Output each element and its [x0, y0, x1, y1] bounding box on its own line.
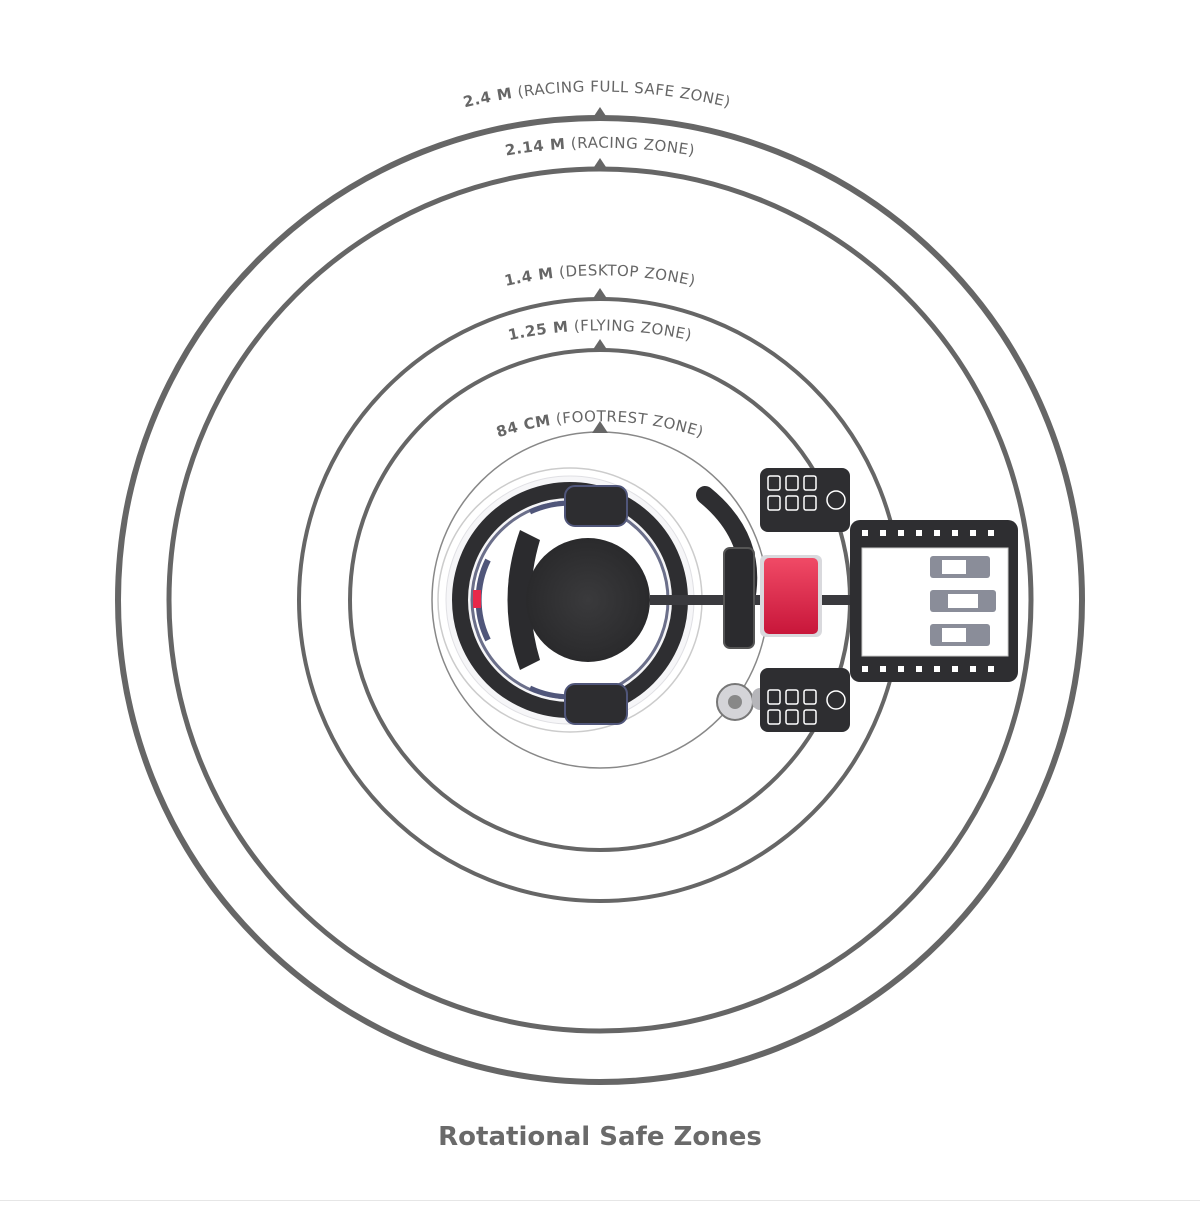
seat-block-top	[564, 485, 628, 527]
marker-flying-icon	[592, 339, 608, 351]
button-grid-top	[767, 475, 846, 511]
zone-label-racing-full: 2.4 M (RACING FULL SAFE ZONE)	[462, 78, 733, 112]
seat-back	[507, 530, 540, 670]
pedals	[930, 556, 996, 646]
button-grid-bottom	[767, 689, 846, 725]
zone-label-footrest: 84 CM (FOOTREST ZONE)	[494, 407, 706, 441]
seat-pan	[526, 538, 650, 662]
seat-block-bottom	[564, 683, 628, 725]
ring-markers	[592, 107, 608, 433]
pedal-plate-holes	[862, 530, 994, 672]
zone-label-racing: 2.14 M (RACING ZONE)	[504, 134, 697, 160]
bottom-divider	[0, 1200, 1200, 1201]
red-indicator	[473, 590, 481, 608]
button-panel-top	[760, 468, 850, 532]
button-panel-bottom	[760, 668, 850, 732]
steering-wheel	[723, 547, 755, 649]
marker-footrest-icon	[592, 421, 608, 433]
marker-racing-full-icon	[592, 107, 608, 119]
wheelbase-motor	[764, 558, 818, 634]
joystick-knob-center	[728, 695, 742, 709]
marker-racing-icon	[592, 158, 608, 170]
zone-label-desktop: 1.4 M (DESKTOP ZONE)	[503, 261, 698, 290]
zone-labels: 2.4 M (RACING FULL SAFE ZONE) 2.14 M (RA…	[462, 78, 733, 442]
marker-desktop-icon	[592, 288, 608, 300]
simulator-illustration	[437, 467, 1018, 733]
diagram-title: Rotational Safe Zones	[438, 1122, 762, 1152]
